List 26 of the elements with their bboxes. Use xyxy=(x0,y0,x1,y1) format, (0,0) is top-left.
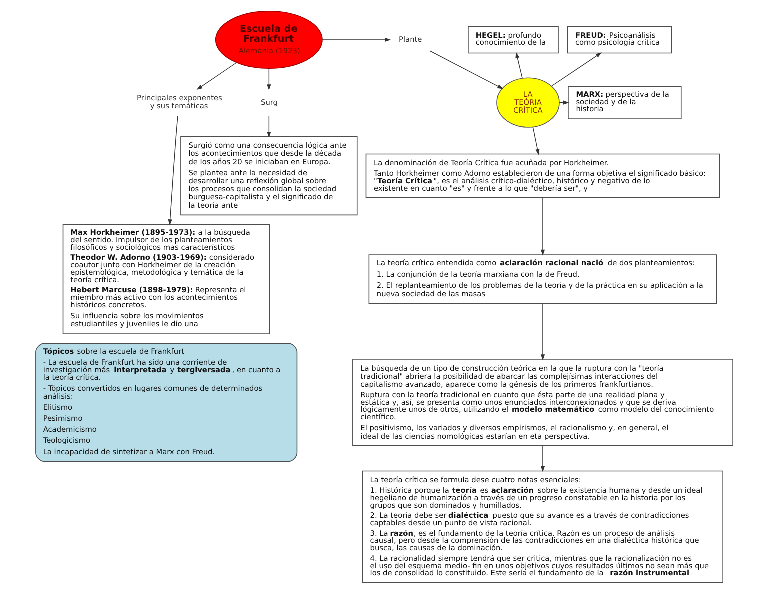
node-box: FREUD: Psicoanálisis como psicología critica xyxy=(566,26,672,54)
node-text: Surg xyxy=(260,98,278,108)
node-box: La teoría crítica entendida como aclaración racional nació de dos planteamientos: 1. La conjunción de la teoría marxiana con la de Freud. 2. El replanteamiento de los problemas de la teoría y de la práctica en su aplicación a la nueva sociedad de las masas xyxy=(368,254,717,304)
arrow xyxy=(550,52,602,87)
node-box: Max Horkheimer (1895-1973): a la búsqueda del sentido. Impulsor de los planteamientos filosóficos y sociológicos mas característicos Theodor W. Adorno (1903-1969): considerado coautor junto con Horkheimer de la creación epistemológica, metodológica y temática de la teoría crítica. Hebert Marcuse (1898-1979): Representa el miembro más activo con los acontecimientos históricos concretos. Su influencia sobre los movimientos estudiantiles y juveniles le dio una xyxy=(62,224,270,334)
arrow xyxy=(540,304,545,361)
arrow xyxy=(322,38,391,42)
arrow xyxy=(515,52,522,79)
arrow xyxy=(540,198,545,256)
arrow xyxy=(532,126,540,156)
node-box: La denominación de Teoría Crítica fue acuñada por Horkheimer. Tanto Horkheimer como Adorno establecieron de una forma objetiva el significado básico: "Teoría Crítica", es el análisis crítico-dialéctico, histórico y negativo de lo existente en cuanto "es" y frente a lo que "debería ser", y xyxy=(365,154,720,198)
node-box: HEGEL: profundo conocimiento de la xyxy=(468,26,558,54)
arrow xyxy=(266,68,271,91)
arrow xyxy=(168,116,178,226)
arrow xyxy=(196,62,237,90)
node-ellipse: Escuela de Frankfurt Alemania (1923) xyxy=(214,10,322,69)
node-box: La búsqueda de un tipo de construcción teórica en la que la ruptura con la "teoría tradicional" abriera la posibilidad de abarcar las complejísimas interacciones del capitalismo avanzado, aparece como la génesis de los primeros frankfurtianos. Ruptura con la teoría tradicional en cuanto que ésta parte de una realidad plana y estática y, así, se presenta como unos enunciados interconexionados y que se deriva lógicamente unos de otros, utilizando el modelo matemático como modelo del conocimiento científico. El positivismo, los variados y diversos empirismos, el racionalismo y, en general, el ideal de las ciencias nomológicas estarían en eta perspectiva. xyxy=(352,359,733,446)
arrow xyxy=(266,116,271,138)
node-text: Plante xyxy=(398,35,422,44)
arrow xyxy=(429,50,504,90)
node-box: La teoría crítica se formula dese cuatro notas esenciales: 1. Histórica porque la teoría es aclaración sobre la existencia humana y desde un ideal hegeliano de humanización a través de un progreso constatable en la historia por los grupos que son dominados y humillados. 2. La teoría debe ser dialéctica puesto que su avance es a través de contradicciones captables desde un punto de vista racional. 3. La razón, es el fundamento de la teoría crítica. Razón es un proceso de análisis causal, pero desde la comprensión de las contradicciones en una dialéctica histórica que busca, las causas de la dominación. 4. La racionalidad siempre tendrá que ser critica, mientras que la racionalización no es el uso del esquema medio- fin en unos objetivos cuyos resultados últimos no sean más que los de consolidad lo constituido. Este sería el fundamento de la razón instrumental xyxy=(362,470,723,584)
node-box: MARX: perspectiva de la sociedad y de la historia xyxy=(568,86,682,120)
node-box: Tópicos sobre la escuela de Frankfurt - La escuela de Frankfurt ha sido una corriente de investigación más interpretada y tergiversada, en cuanto a la teoría crítica. - Tópicos convertidos en lugares comunes de determinados análisis: Elitismo Pesimismo Academicismo Teologicismo La incapacidad de sintetizar a Marx con Freud. xyxy=(35,343,298,462)
arrow xyxy=(540,446,545,472)
node-box: Surgió como una consecuencia lógica ante los acontecimientos que desde la década de los años 20 se iniciaban en Europa. Se plantea ante la necesidad de desarrollar una reflexión global sobre los procesos que consolidan la sociedad burguesa-capitalista y el significado de la teoría ante xyxy=(180,136,358,216)
node-text: Principales exponentes y sus temáticas xyxy=(136,94,222,111)
